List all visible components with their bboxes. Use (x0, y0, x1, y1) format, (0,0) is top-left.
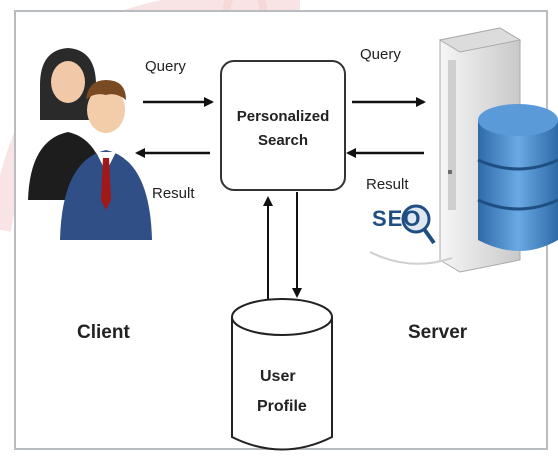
client-query-label: Query (145, 58, 186, 75)
users-icon (28, 48, 152, 240)
server-result-label: Result (366, 176, 409, 193)
user-profile-database (231, 298, 333, 451)
personalized-search-box: Personalized Search (220, 60, 346, 191)
server-database-icon (438, 27, 558, 273)
server-label: Server (408, 322, 468, 343)
server-query-label: Query (360, 46, 401, 63)
search-box-line2: Search (257, 132, 309, 149)
search-box-line1: Personalized (236, 108, 330, 125)
seo-magnifier-icon (369, 204, 453, 265)
profile-line2: Profile (257, 398, 307, 415)
profile-line1: User (260, 368, 296, 385)
seo-badge: SEO (372, 206, 422, 231)
client-result-label: Result (152, 185, 195, 202)
client-label: Client (77, 322, 130, 343)
